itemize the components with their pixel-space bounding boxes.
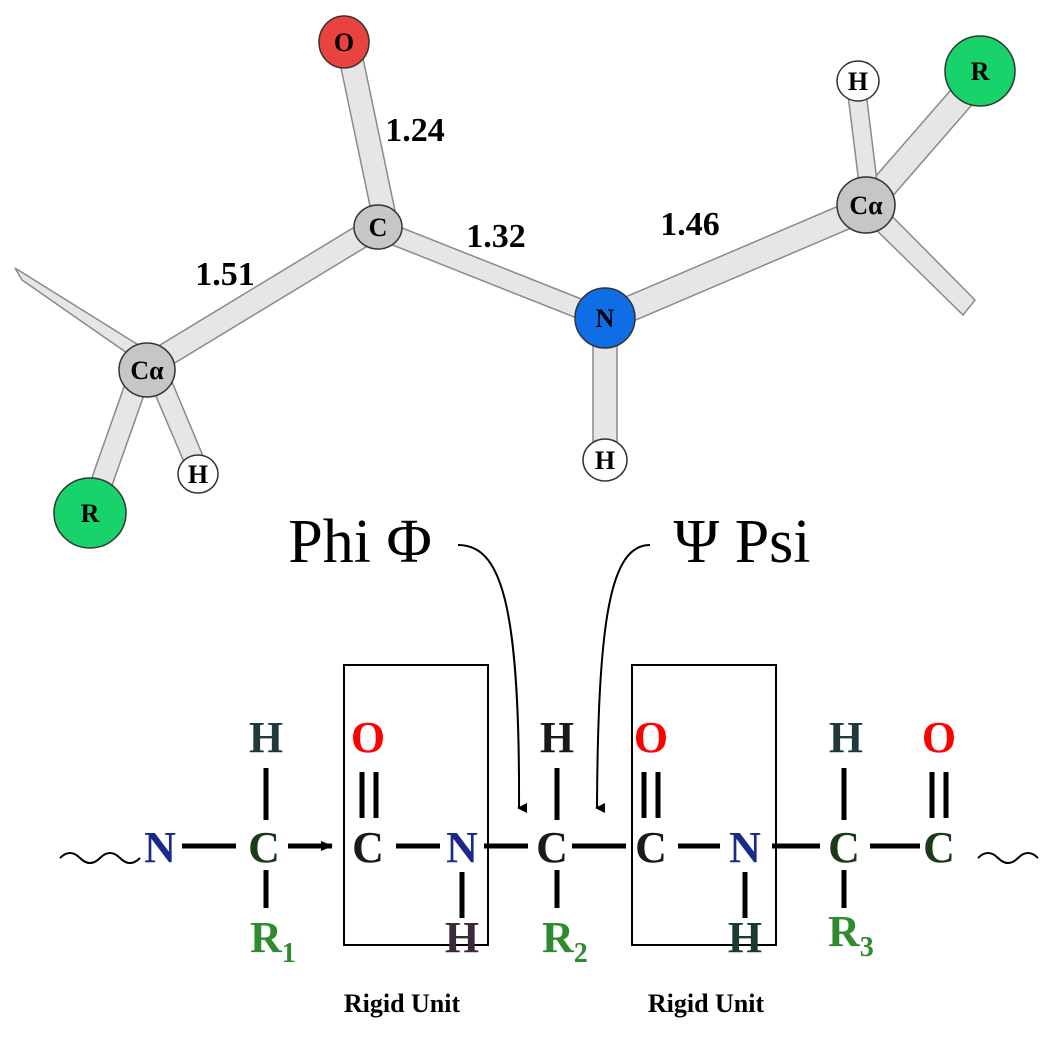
atom-label-n: N bbox=[596, 304, 615, 333]
scheme-n2: N bbox=[446, 823, 478, 872]
atom-hydrogen-n: H bbox=[582, 438, 628, 482]
scheme-r2: R2 bbox=[542, 913, 588, 969]
bond-ca1-c bbox=[141, 212, 385, 380]
atom-label-h2: H bbox=[848, 67, 868, 96]
model-atoms: O C N H Cα Cα bbox=[53, 15, 1016, 549]
scheme-c4: C bbox=[635, 823, 667, 872]
scheme-c3-h: H bbox=[540, 713, 574, 762]
bond-length-n-ca: 1.46 bbox=[660, 206, 720, 243]
atom-label-ca1: Cα bbox=[130, 356, 164, 385]
scheme-n3: N bbox=[729, 823, 761, 872]
scheme-n2-h: H bbox=[445, 913, 479, 962]
rigid-unit-label-1: Rigid Unit bbox=[344, 989, 461, 1018]
structural-formula: N H C R1 O C N H H C R2 O C N H H C R3 O… bbox=[59, 664, 1039, 1018]
scheme-c6: C bbox=[923, 823, 955, 872]
scheme-c5: C bbox=[828, 823, 860, 872]
chain-end-right bbox=[977, 852, 1039, 864]
atom-carbon: C bbox=[353, 204, 403, 250]
atom-label-r1: R bbox=[81, 499, 100, 528]
atom-hydrogen-2: H bbox=[836, 60, 880, 102]
atom-calpha-2: Cα bbox=[836, 176, 896, 234]
atom-label-h-n: H bbox=[595, 446, 615, 475]
scheme-n3-h: H bbox=[728, 913, 762, 962]
double-bond-c2-o bbox=[359, 772, 379, 818]
bond-length-ca-c: 1.51 bbox=[195, 256, 255, 293]
bond-length-c-o: 1.24 bbox=[385, 112, 445, 149]
ball-and-stick-model: O C N H Cα Cα bbox=[14, 15, 1016, 549]
rigid-unit-label-2: Rigid Unit bbox=[648, 989, 765, 1018]
atom-label-ca2: Cα bbox=[849, 191, 883, 220]
chain-end-left bbox=[59, 852, 141, 864]
model-bonds bbox=[14, 43, 992, 509]
scheme-c4-o: O bbox=[634, 713, 668, 762]
rigid-unit-box-2 bbox=[631, 664, 777, 946]
atom-label-c: C bbox=[369, 213, 388, 242]
rigid-unit-box-1 bbox=[343, 664, 489, 946]
bond-length-c-n: 1.32 bbox=[466, 218, 526, 255]
scheme-c1: C bbox=[248, 823, 280, 872]
bond-n-ca2 bbox=[601, 194, 871, 333]
double-bond-c6-o bbox=[929, 772, 949, 818]
bond-backbone-left bbox=[14, 267, 150, 364]
atom-nitrogen: N bbox=[574, 287, 636, 349]
atom-label-h1: H bbox=[188, 460, 208, 489]
psi-arrow bbox=[595, 544, 651, 814]
scheme-c1-h: H bbox=[249, 713, 283, 762]
scheme-c5-h: H bbox=[829, 713, 863, 762]
atom-hydrogen-1: H bbox=[177, 454, 219, 494]
atom-label-o: O bbox=[334, 28, 354, 57]
double-bond-c4-o bbox=[641, 772, 661, 818]
scheme-r1: R1 bbox=[250, 913, 296, 969]
atom-label-r2: R bbox=[971, 57, 990, 86]
scheme-c2: C bbox=[352, 823, 384, 872]
torsion-angles: Phi Φ Ψ Psi bbox=[288, 508, 811, 814]
atom-oxygen: O bbox=[318, 15, 370, 69]
phi-label: Phi Φ bbox=[288, 508, 432, 576]
scheme-n1: N bbox=[144, 823, 176, 872]
phi-arrow bbox=[457, 544, 528, 814]
scheme-c6-o: O bbox=[922, 713, 956, 762]
scheme-c2-o: O bbox=[351, 713, 385, 762]
atom-r-group-1: R bbox=[53, 477, 127, 549]
scheme-r3: R3 bbox=[828, 907, 874, 963]
scheme-c3: C bbox=[536, 823, 568, 872]
atom-r-group-2: R bbox=[944, 35, 1016, 107]
atom-calpha-1: Cα bbox=[118, 342, 176, 398]
psi-label: Ψ Psi bbox=[673, 508, 810, 576]
